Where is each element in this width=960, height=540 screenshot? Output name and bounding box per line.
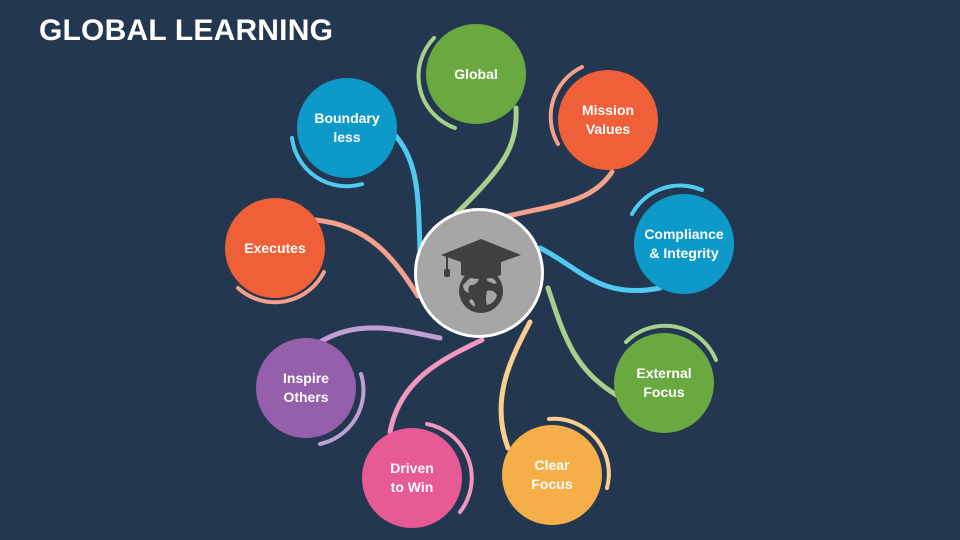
node-label: Focus xyxy=(643,384,685,400)
node-label: & Integrity xyxy=(649,245,719,261)
node-label: Focus xyxy=(531,476,573,492)
slide-title: GLOBAL LEARNING xyxy=(39,14,334,47)
accent-arc-compliance-integrity xyxy=(630,183,704,216)
accent-arc-mission-values xyxy=(548,65,584,146)
node-label: Global xyxy=(454,65,498,82)
node-boundary-less: Boundary less xyxy=(297,78,397,178)
node-label: Driven xyxy=(390,460,434,476)
node-driven-to-win: Driven to Win xyxy=(362,428,462,528)
connector-compliance-integrity xyxy=(537,245,663,294)
connector-driven-to-win xyxy=(387,337,485,435)
accent-arc-boundary-less xyxy=(290,136,364,189)
node-label: Values xyxy=(585,121,631,137)
connector-global xyxy=(449,105,519,221)
node-label: Inspire xyxy=(283,370,329,386)
connector-external-focus xyxy=(545,285,621,399)
connector-clear-focus xyxy=(498,319,533,451)
graduation-cap-globe-icon xyxy=(441,239,521,313)
node-label: Executes xyxy=(244,239,306,256)
node-label: to Win xyxy=(390,479,434,495)
connector-mission-values xyxy=(497,169,615,221)
central-hub xyxy=(414,208,544,338)
accent-arc-external-focus xyxy=(624,323,718,362)
accent-arc-executes xyxy=(236,270,326,305)
node-compliance-integrity: Compliance & Integrity xyxy=(634,194,734,294)
node-label: Others xyxy=(283,389,329,405)
node-label: Clear xyxy=(534,457,570,473)
node-label: Mission xyxy=(581,102,635,118)
node-label: External xyxy=(636,365,692,381)
connector-executes xyxy=(312,217,421,299)
accent-arc-driven-to-win xyxy=(425,422,474,514)
accent-arc-inspire-others xyxy=(318,372,366,446)
connector-boundary-less xyxy=(389,129,423,253)
node-label: Boundary xyxy=(314,110,380,126)
node-label: Compliance xyxy=(644,226,724,242)
node-label: less xyxy=(333,129,361,145)
accent-arc-clear-focus xyxy=(547,416,611,490)
node-global: Global xyxy=(426,24,526,124)
node-executes: Executes xyxy=(225,198,325,298)
connector-inspire-others xyxy=(317,325,443,345)
accent-arc-global xyxy=(416,36,457,130)
